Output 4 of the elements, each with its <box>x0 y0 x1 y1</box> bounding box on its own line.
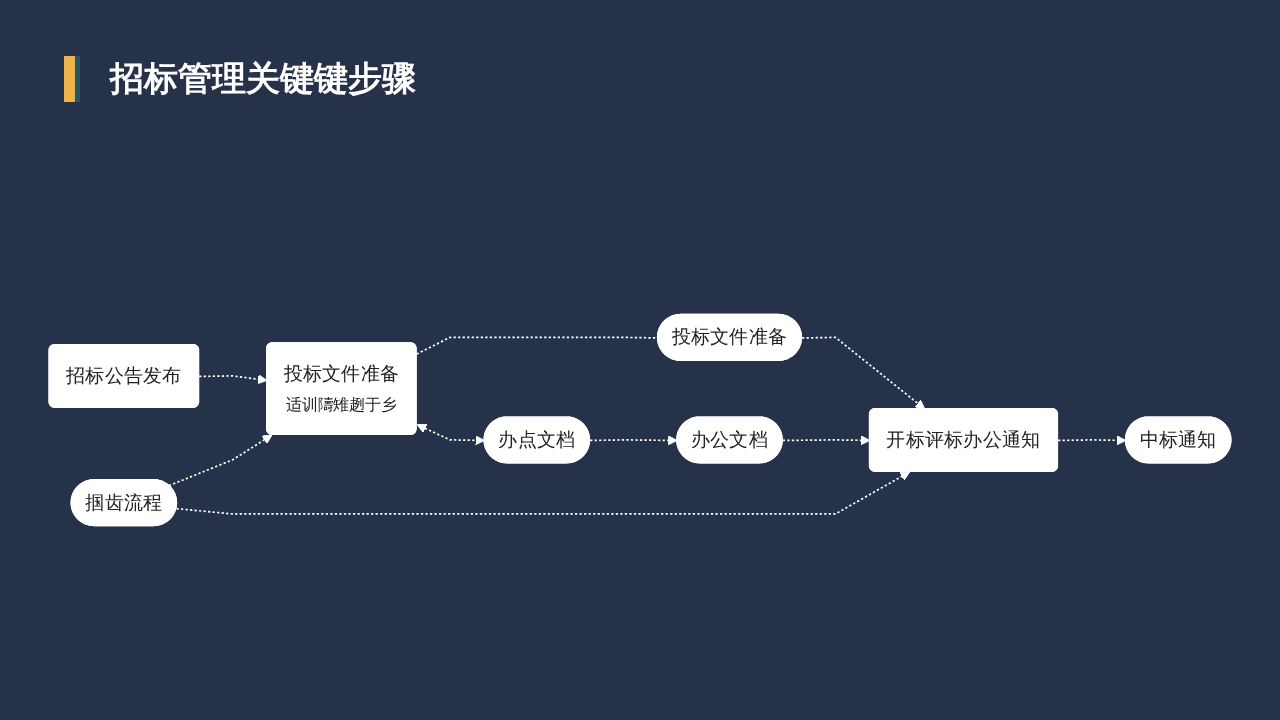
title: 招标管理关键键步骤 <box>110 57 416 100</box>
arrow <box>168 434 273 487</box>
arrow <box>175 471 911 515</box>
arrow <box>801 336 926 410</box>
